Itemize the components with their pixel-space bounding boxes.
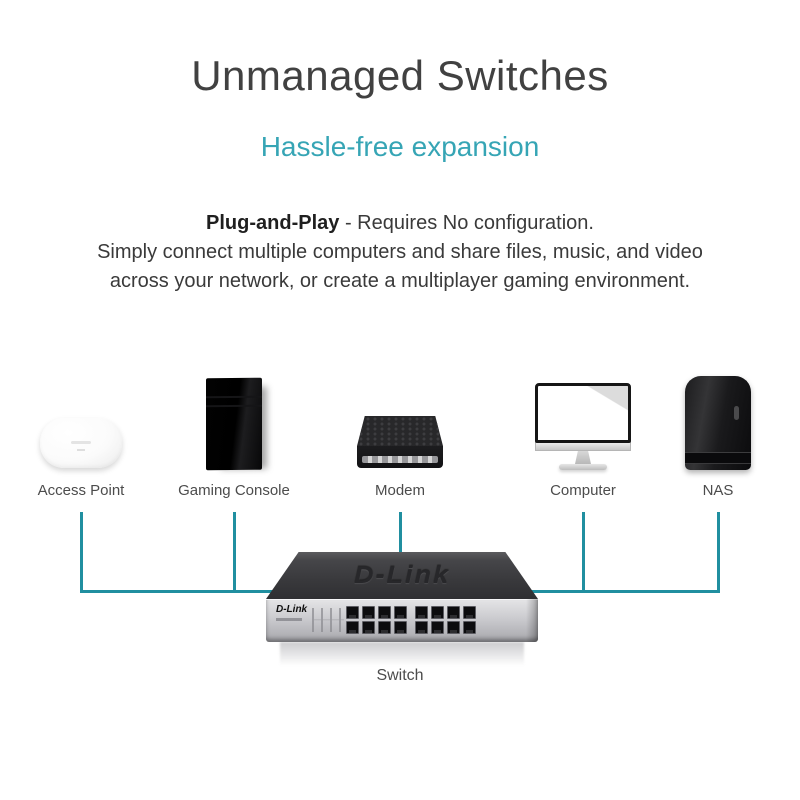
- rj45-port: [394, 606, 407, 619]
- switch-port-groups: [346, 606, 476, 634]
- access-point-body: [40, 418, 122, 468]
- computer-icon: [518, 370, 648, 470]
- device-access-point: Access Point: [16, 370, 146, 499]
- computer-stand-neck: [575, 451, 591, 464]
- rj45-port: [378, 606, 391, 619]
- computer-screen: [535, 383, 631, 443]
- rj45-port: [431, 621, 444, 634]
- nas-power-button: [734, 406, 739, 420]
- computer-chin: [535, 442, 631, 451]
- switch-port-group-2: [415, 606, 476, 634]
- rj45-port: [463, 621, 476, 634]
- switch-device: D-Link D-Link: [266, 552, 538, 666]
- rj45-port: [362, 606, 375, 619]
- device-nas: NAS: [653, 370, 783, 499]
- modem-icon: [335, 370, 465, 470]
- modem-front-face: [357, 446, 443, 468]
- nas-body: [685, 376, 751, 470]
- device-label-modem: Modem: [374, 482, 426, 499]
- switch-front-brand-logo: D-Link: [276, 604, 308, 615]
- gaming-console-seams: [206, 395, 262, 408]
- rj45-port: [431, 606, 444, 619]
- access-point-icon: [16, 370, 146, 470]
- rj45-port: [378, 621, 391, 634]
- device-label-computer: Computer: [550, 482, 616, 499]
- device-modem: Modem: [335, 370, 465, 499]
- connection-line-gaming-console: [233, 512, 236, 593]
- switch-model-text-bar: [276, 618, 302, 621]
- rj45-port: [415, 606, 428, 619]
- rj45-port: [463, 606, 476, 619]
- rj45-port: [394, 621, 407, 634]
- switch-front-brand: D-Link: [276, 605, 307, 621]
- switch-led-indicators: [312, 608, 344, 632]
- switch-top-brand-logo: D-Link: [354, 561, 450, 589]
- connection-line-access-point: [80, 512, 83, 593]
- connection-line-computer: [582, 512, 585, 593]
- description-line-1: Plug-and-Play - Requires No configuratio…: [0, 209, 800, 238]
- computer-body: [535, 383, 631, 470]
- computer-stand-base: [559, 464, 607, 470]
- rj45-port: [346, 621, 359, 634]
- rj45-port: [346, 606, 359, 619]
- modem-port-strip: [362, 456, 438, 463]
- switch-top-surface: D-Link: [266, 552, 538, 599]
- rj45-port: [447, 621, 460, 634]
- page-subtitle: Hassle-free expansion: [260, 131, 540, 162]
- gaming-console-icon: [169, 370, 299, 471]
- nas-base-band: [685, 452, 751, 464]
- device-label-access-point: Access Point: [37, 482, 125, 499]
- nas-icon: [653, 370, 783, 470]
- description-line-3: across your network, or create a multipl…: [109, 270, 691, 292]
- gaming-console-body: [206, 377, 262, 471]
- connection-line-nas: [717, 512, 720, 593]
- page-title: Unmanaged Switches: [191, 52, 609, 99]
- modem-body: [357, 416, 443, 468]
- description-lead-bold: Plug-and-Play: [206, 212, 340, 234]
- device-label-gaming-console: Gaming Console: [178, 482, 290, 499]
- device-gaming-console: Gaming Console: [169, 370, 299, 499]
- modem-top-vents: [357, 416, 443, 446]
- device-label-switch: Switch: [376, 667, 424, 684]
- description-lead-rest: - Requires No configuration.: [339, 212, 594, 234]
- switch-front-panel: D-Link: [266, 599, 538, 642]
- rj45-port: [447, 606, 460, 619]
- description-line-2: Simply connect multiple computers and sh…: [97, 241, 703, 263]
- switch-reflection: [280, 642, 524, 666]
- switch-port-group-1: [346, 606, 407, 634]
- rj45-port: [415, 621, 428, 634]
- device-computer: Computer: [518, 370, 648, 499]
- description-block: Plug-and-Play - Requires No configuratio…: [0, 209, 800, 296]
- rj45-port: [362, 621, 375, 634]
- device-label-nas: NAS: [702, 482, 734, 499]
